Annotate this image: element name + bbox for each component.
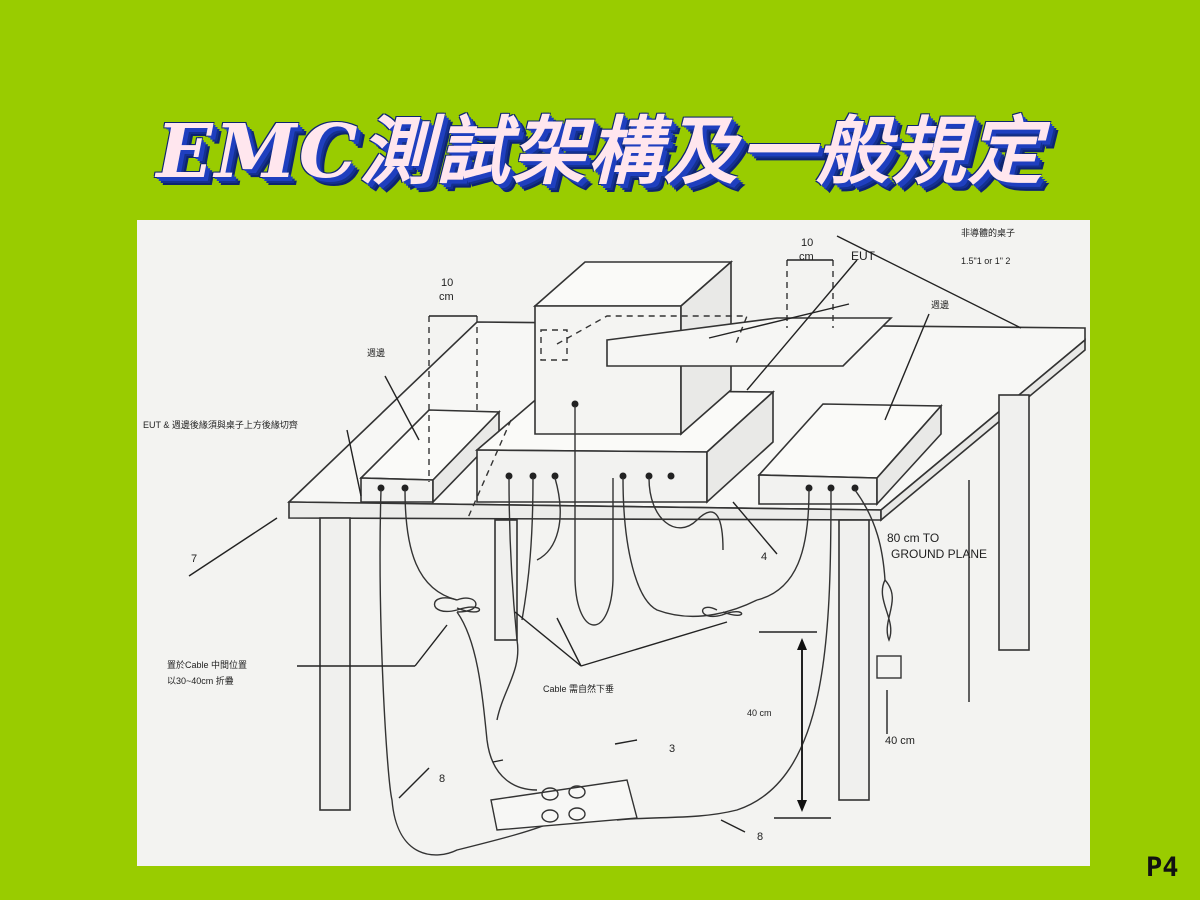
dim-10cm-right-unit: cm [799, 251, 814, 263]
peripheral-right-box [758, 474, 878, 505]
dim-10cm-right-value: 10 [801, 237, 813, 249]
eut-cube [534, 305, 682, 435]
height-label-line2: GROUND PLANE [891, 547, 987, 561]
dim-10cm-left-value: 10 [441, 277, 453, 289]
table-leg-back-right [998, 394, 1030, 651]
peripheral-right-label: 週邊 [931, 299, 949, 310]
table-description-line1: 非導體的桌子 [961, 227, 1015, 238]
table-leg-front-left [319, 517, 351, 811]
dim-10cm-left-unit: cm [439, 291, 454, 303]
dim-40cm-middle: 40 cm [747, 708, 772, 718]
ref-number-8-left: 8 [439, 773, 445, 785]
eut-edge-note: EUT & 週邊後緣須與桌子上方後緣切齊 [143, 419, 298, 430]
page-number: P4 [1146, 852, 1179, 883]
cable-fold-note-line2: 以30~40cm 折疊 [167, 675, 234, 686]
dim-40cm-right: 40 cm [885, 735, 915, 747]
ref-number-8-right: 8 [757, 831, 763, 843]
keyboard-panel [606, 317, 893, 367]
height-label-line1: 80 cm TO [887, 531, 939, 545]
ref-number-3: 3 [669, 743, 675, 755]
table-description-line2: 1.5"1 or 1" 2 [961, 256, 1010, 266]
emc-test-setup-diagram: 10 cm 10 cm EUT 非導體的桌子 1.5"1 or 1" 2 週邊 … [137, 220, 1090, 866]
peripheral-left-label: 週邊 [367, 347, 385, 358]
table-leg-front-right [838, 519, 870, 801]
diagram-drawing: 10 cm 10 cm EUT 非導體的桌子 1.5"1 or 1" 2 週邊 … [143, 227, 1086, 856]
peripheral-left-box [360, 477, 434, 503]
cable-fold-note-line1: 置於Cable 中間位置 [167, 659, 247, 670]
eut-label: EUT [851, 249, 876, 263]
cable-drop-note: Cable 需自然下垂 [543, 683, 614, 694]
ref-number-4: 4 [761, 551, 767, 563]
ground-plate [490, 779, 638, 831]
ref-number-7: 7 [191, 553, 197, 565]
slide-title: EMC測試架構及一般規定 [156, 109, 1044, 195]
